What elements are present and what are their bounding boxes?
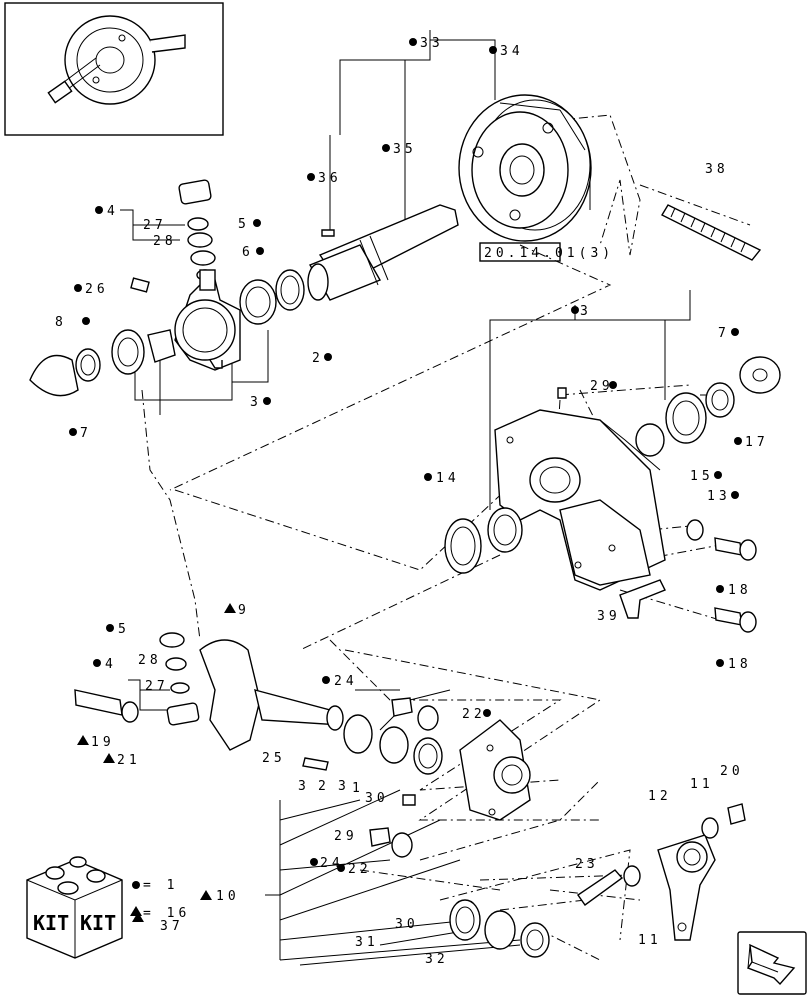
- label-13: 13: [707, 489, 731, 504]
- label-24-top: 24: [334, 674, 358, 689]
- label-7-right: 7: [718, 326, 730, 341]
- next-page-arrow-icon[interactable]: [737, 931, 807, 995]
- label-31-upper-3: 3: [338, 779, 350, 794]
- label-18-top: 18: [728, 583, 752, 598]
- label-25: 25: [262, 751, 286, 766]
- label-8: 8: [55, 315, 67, 330]
- spindle-9-assembly: [74, 632, 550, 958]
- part-34-pulley: [458, 94, 592, 242]
- label-4-bottom: 4: [105, 657, 117, 672]
- label-11-top: 11: [690, 777, 714, 792]
- label-18-bottom: 18: [728, 657, 752, 672]
- triangle-markers: [77, 603, 236, 922]
- label-21: 21: [117, 753, 141, 768]
- legend-dot-value: = 1: [143, 878, 178, 893]
- label-34: 34: [500, 44, 524, 59]
- part-35-shaft: [307, 204, 459, 301]
- label-35: 35: [393, 142, 417, 157]
- arm-12-assembly: [577, 803, 746, 941]
- label-36: 36: [318, 171, 342, 186]
- bracket-15-assembly: [444, 356, 781, 633]
- label-26: 26: [85, 282, 109, 297]
- part-38-belt: [661, 204, 762, 261]
- label-20: 20: [720, 764, 744, 779]
- reference-box-outline: [479, 242, 561, 262]
- label-10: 10: [216, 889, 240, 904]
- label-29-bottom: 29: [334, 829, 358, 844]
- label-32-upper-2: 2: [318, 779, 330, 794]
- legend-triangle-value-2: 37: [160, 919, 184, 934]
- label-5-top: 5: [238, 217, 250, 232]
- kit-text-left: KIT: [33, 911, 69, 935]
- callout-labels: 33 34 35 36 38 4 27 28 5 6 26 8 7 2 3 3 …: [55, 36, 769, 967]
- label-32-lower: 32: [425, 952, 449, 967]
- label-38: 38: [705, 162, 729, 177]
- label-11-bottom: 11: [638, 933, 662, 948]
- label-24-bottom: 24: [320, 856, 344, 871]
- label-33: 33: [420, 36, 444, 51]
- label-7-left: 7: [80, 426, 92, 441]
- label-4-top: 4: [107, 204, 119, 219]
- leader-lines: [120, 30, 751, 966]
- label-23: 23: [575, 857, 599, 872]
- label-2: 2: [312, 351, 324, 366]
- label-30-lower: 30: [395, 917, 419, 932]
- kit-bullets: [69, 38, 742, 872]
- legend-triangle-value: = 16: [143, 906, 190, 921]
- label-17: 17: [745, 435, 769, 450]
- reference-box: 20.14.01(3): [479, 242, 614, 262]
- label-12: 12: [648, 789, 672, 804]
- label-5-bottom: 5: [118, 622, 130, 637]
- kit-legend: KIT KIT = 1 = 16 37: [26, 856, 190, 959]
- label-27-top: 27: [143, 218, 167, 233]
- label-31-lower: 31: [355, 935, 379, 950]
- label-32-upper-3: 3: [298, 779, 310, 794]
- label-29-top: 29: [590, 379, 614, 394]
- label-30-upper: 30: [365, 791, 389, 806]
- label-6: 6: [242, 245, 254, 260]
- label-22-bottom: 22: [348, 862, 372, 877]
- label-31-upper-1: 1: [352, 781, 364, 796]
- label-14: 14: [436, 471, 460, 486]
- label-28-bottom: 28: [138, 653, 162, 668]
- label-28-top: 28: [153, 234, 177, 249]
- inset-thumbnail: [4, 2, 224, 136]
- reference-box-text[interactable]: 20.14.01(3): [484, 246, 614, 261]
- label-22-top: 22: [462, 707, 486, 722]
- label-19: 19: [91, 735, 115, 750]
- label-3-left: 3: [250, 395, 262, 410]
- label-15: 15: [690, 469, 714, 484]
- label-39: 39: [597, 609, 621, 624]
- kit-text-right: KIT: [80, 911, 116, 935]
- label-3-right: 3: [580, 304, 592, 319]
- label-9: 9: [238, 603, 250, 618]
- hub-assembly-left: [29, 179, 305, 397]
- label-27-bottom: 27: [145, 679, 169, 694]
